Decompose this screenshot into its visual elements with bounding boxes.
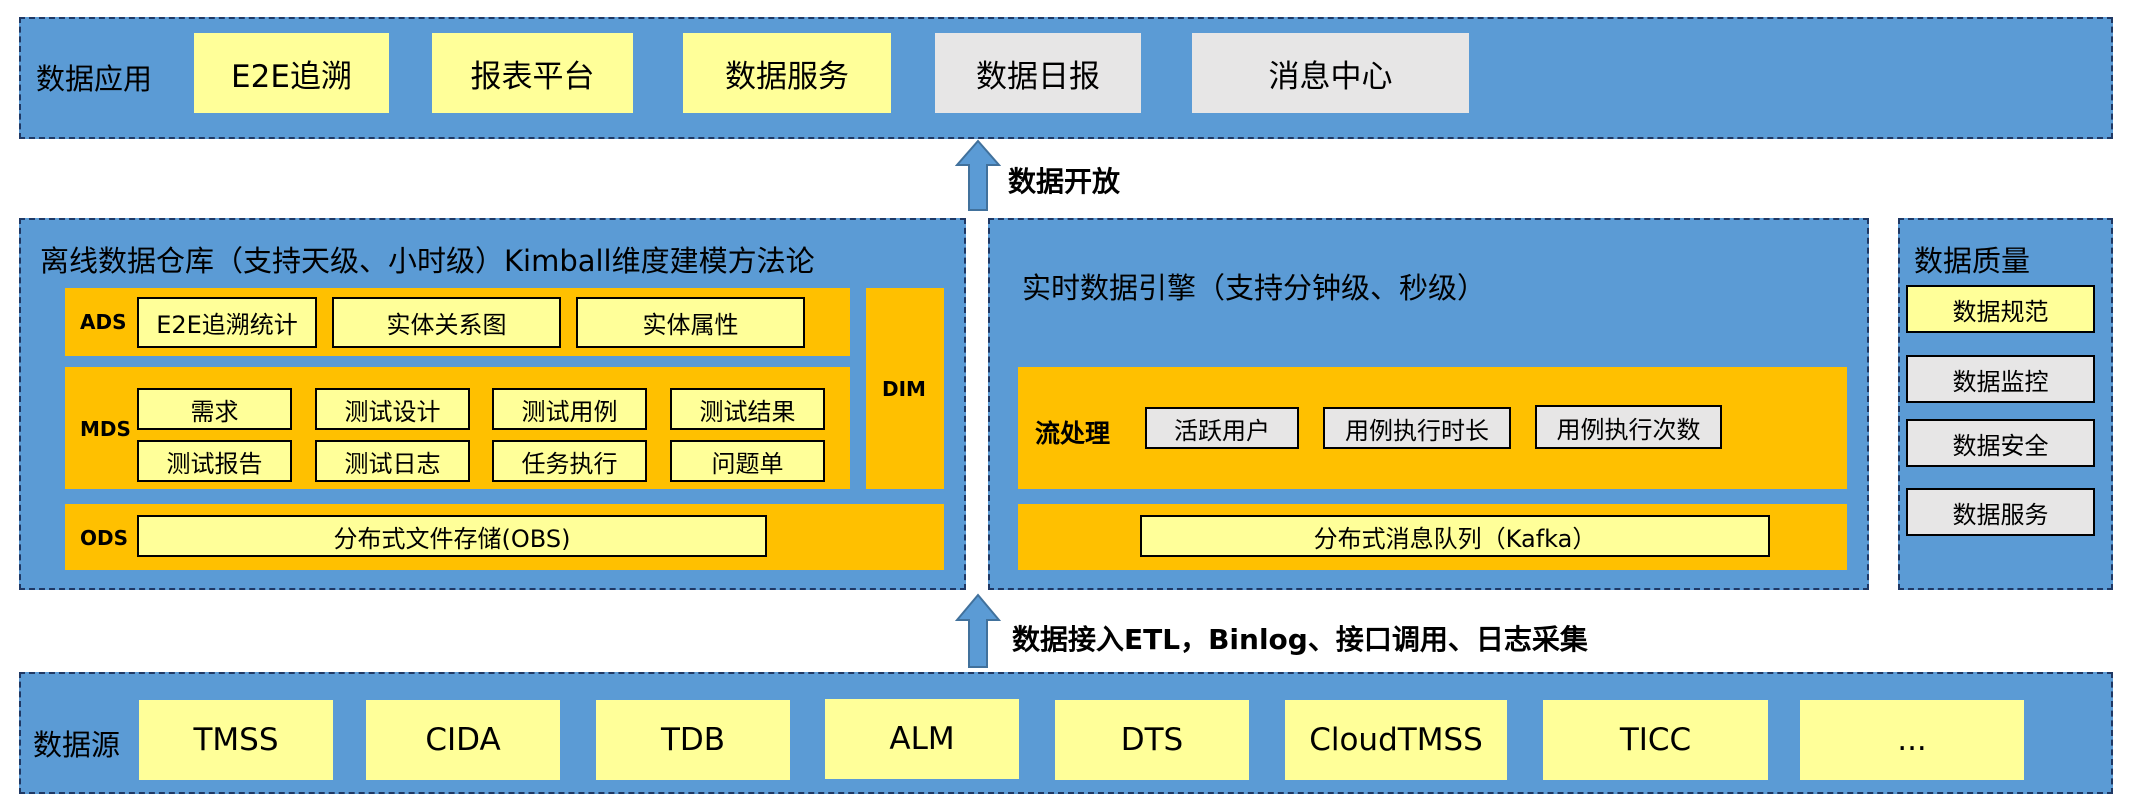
offline-warehouse-title: 离线数据仓库（支持天级、小时级）Kimball维度建模方法论	[40, 244, 815, 278]
mds-item-requirement[interactable]: 需求	[137, 388, 292, 430]
data-application-label: 数据应用	[36, 62, 153, 96]
quality-item-service[interactable]: 数据服务	[1906, 488, 2095, 536]
source-item-cloudtmss[interactable]: CloudTMSS	[1285, 700, 1507, 780]
source-item-alm[interactable]: ALM	[825, 699, 1019, 779]
data-quality-title: 数据质量	[1914, 244, 2031, 278]
mds-item-test-design[interactable]: 测试设计	[315, 388, 470, 430]
source-item-dts[interactable]: DTS	[1055, 700, 1249, 780]
quality-item-security[interactable]: 数据安全	[1906, 419, 2095, 467]
data-open-label: 数据开放	[1008, 165, 1121, 198]
quality-item-standard[interactable]: 数据规范	[1906, 285, 2095, 333]
ads-item-entity-relation[interactable]: 实体关系图	[332, 297, 561, 348]
data-open-arrow-icon	[955, 139, 1001, 211]
mds-item-test-case[interactable]: 测试用例	[492, 388, 647, 430]
mds-item-test-log[interactable]: 测试日志	[315, 440, 470, 482]
realtime-engine-title: 实时数据引擎（支持分钟级、秒级）	[1022, 271, 1487, 305]
mds-item-task-execution[interactable]: 任务执行	[492, 440, 647, 482]
ads-label: ADS	[80, 310, 127, 334]
mds-label: MDS	[80, 417, 131, 441]
dim-label: DIM	[882, 377, 926, 401]
data-source-label: 数据源	[33, 728, 121, 762]
data-ingest-arrow-icon	[955, 593, 1001, 668]
source-item-more[interactable]: ...	[1800, 700, 2024, 780]
ads-item-entity-attribute[interactable]: 实体属性	[576, 297, 805, 348]
app-item-report-platform[interactable]: 报表平台	[432, 33, 633, 113]
source-item-tdb[interactable]: TDB	[596, 700, 790, 780]
source-item-tmss[interactable]: TMSS	[139, 700, 333, 780]
app-item-daily-report[interactable]: 数据日报	[935, 33, 1141, 113]
app-item-e2e-trace[interactable]: E2E追溯	[194, 33, 389, 113]
quality-item-monitoring[interactable]: 数据监控	[1906, 355, 2095, 403]
mds-item-issue-ticket[interactable]: 问题单	[670, 440, 825, 482]
ods-storage-obs[interactable]: 分布式文件存储(OBS)	[137, 515, 767, 557]
mds-item-test-report[interactable]: 测试报告	[137, 440, 292, 482]
stream-processing-label: 流处理	[1035, 419, 1111, 448]
source-item-cida[interactable]: CIDA	[366, 700, 560, 780]
app-item-message-center[interactable]: 消息中心	[1192, 33, 1469, 113]
stream-item-case-exec-duration[interactable]: 用例执行时长	[1323, 407, 1511, 449]
message-queue-kafka[interactable]: 分布式消息队列（Kafka）	[1140, 515, 1770, 557]
app-item-data-service[interactable]: 数据服务	[683, 33, 891, 113]
ods-label: ODS	[80, 526, 129, 550]
dim-layer	[866, 288, 944, 489]
source-item-ticc[interactable]: TICC	[1543, 700, 1768, 780]
mds-item-test-result[interactable]: 测试结果	[670, 388, 825, 430]
data-ingest-label: 数据接入ETL，Binlog、接口调用、日志采集	[1012, 623, 1588, 656]
stream-item-case-exec-count[interactable]: 用例执行次数	[1535, 405, 1722, 449]
ads-item-e2e-stats[interactable]: E2E追溯统计	[137, 297, 317, 348]
stream-item-active-users[interactable]: 活跃用户	[1145, 407, 1299, 449]
